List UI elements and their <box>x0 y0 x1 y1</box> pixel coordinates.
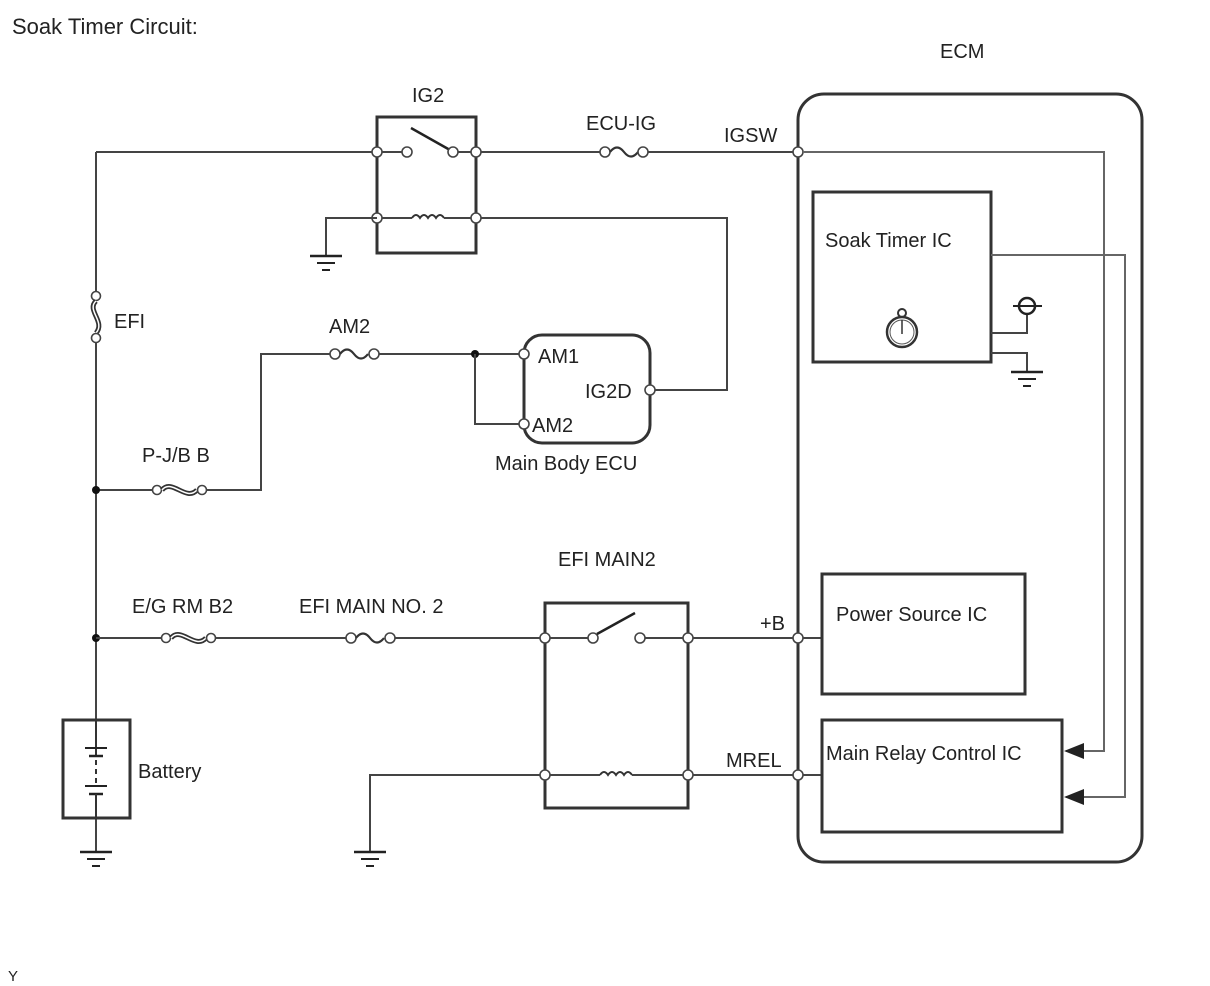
wire-ig2-ground <box>325 217 377 256</box>
battery-label: Battery <box>138 761 201 783</box>
diagram-title: Soak Timer Circuit: <box>12 14 198 39</box>
footer-mark: Y <box>8 968 18 985</box>
ig2d-terminal-label: IG2D <box>585 381 632 403</box>
soak-timer-ic-label: Soak Timer IC <box>825 230 952 252</box>
eg-rm-fuse-icon <box>160 632 217 644</box>
junction-dot <box>92 486 100 494</box>
efi-main-no2-fuse-icon <box>345 632 396 644</box>
am1-terminal <box>518 348 530 360</box>
am2-terminal-label: AM2 <box>532 415 573 437</box>
ground-icon <box>310 254 342 271</box>
ig2-relay-label: IG2 <box>412 85 444 107</box>
efi-fuse-label: EFI <box>114 311 145 333</box>
switch-contact-icon <box>596 611 636 636</box>
plus-b-terminal-label: +B <box>760 613 785 635</box>
wire-soak-mrc <box>991 254 1126 805</box>
ground-icon <box>80 850 112 867</box>
ecu-ig-fuse-label: ECU-IG <box>586 113 656 135</box>
wire-efimain2-ground <box>369 774 540 852</box>
relay-coil-icon <box>411 214 445 220</box>
power-source-ic-box <box>820 572 1027 696</box>
mrel-terminal-label: MREL <box>726 750 782 772</box>
main-relay-control-ic-box <box>820 718 1064 834</box>
switch-contact-icon <box>410 126 451 152</box>
main-relay-control-ic-label: Main Relay Control IC <box>826 743 1022 765</box>
main-body-ecu-label: Main Body ECU <box>495 453 637 475</box>
am2-terminal <box>518 418 530 430</box>
ig2-relay <box>371 115 482 255</box>
relay-coil-icon <box>599 771 633 777</box>
ecu-ig-fuse-icon <box>599 146 649 158</box>
wire-ig2-coil-ig2d <box>481 217 728 391</box>
ground-icon <box>354 850 386 867</box>
am2-fuse-icon <box>329 348 380 360</box>
efi-main2-relay-label: EFI MAIN2 <box>558 549 656 571</box>
wire-igsw-mrc <box>803 151 1105 759</box>
power-supply-icon <box>1013 296 1042 316</box>
efi-fuse-icon <box>90 290 102 344</box>
power-source-ic-label: Power Source IC <box>836 604 987 626</box>
ig2d-terminal <box>644 384 656 396</box>
am1-terminal-label: AM1 <box>538 346 579 368</box>
pjb-fuse-icon <box>151 484 208 496</box>
efi-main-no2-fuse-label: EFI MAIN NO. 2 <box>299 596 443 618</box>
battery-icon <box>85 720 107 818</box>
soak-timer-ic-box <box>811 190 993 364</box>
igsw-terminal-label: IGSW <box>724 125 777 147</box>
wire-am2-am2term <box>474 354 520 425</box>
ground-icon <box>1011 370 1043 387</box>
ecm-label: ECM <box>940 41 984 63</box>
igsw-terminal <box>792 146 804 158</box>
am2-fuse-label: AM2 <box>329 316 370 338</box>
mrel-terminal <box>792 769 804 781</box>
stopwatch-icon <box>885 308 919 349</box>
efi-main2-relay <box>539 601 694 810</box>
wire-pjb-am2 <box>207 353 330 491</box>
plus-b-terminal <box>792 632 804 644</box>
eg-rm-fuse-label: E/G RM B2 <box>132 596 233 618</box>
pjb-fuse-label: P-J/B B <box>142 445 210 467</box>
wire-soak-ground <box>991 352 1028 372</box>
ecm-box <box>796 92 1144 864</box>
